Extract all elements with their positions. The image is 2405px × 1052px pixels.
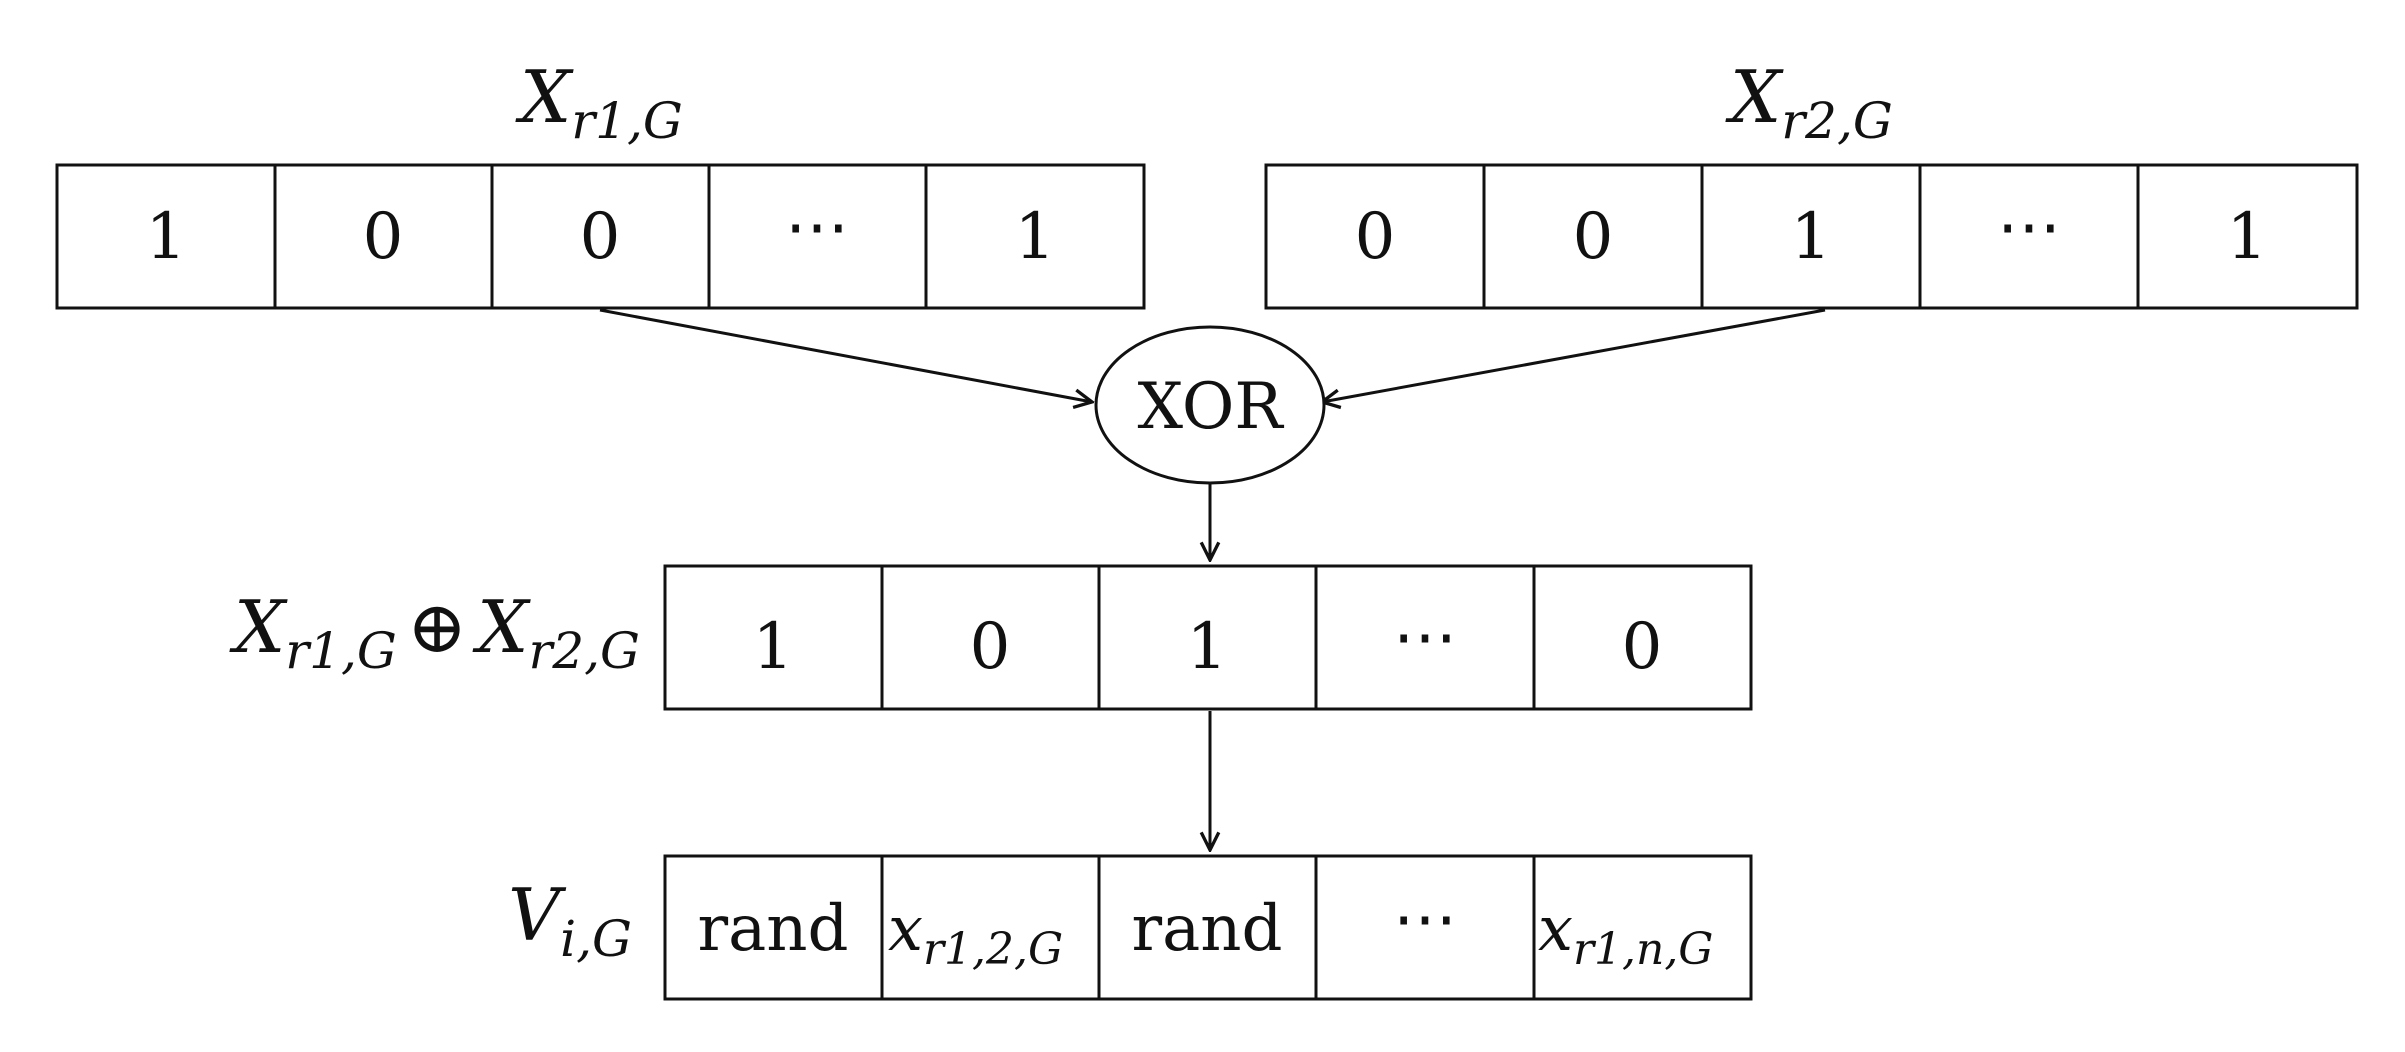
cell-box xyxy=(880,854,1101,1001)
cell-value-rand: rand xyxy=(1132,892,1283,966)
label-x-r2-base: X xyxy=(1725,55,1784,139)
cell-box xyxy=(1532,854,1753,1001)
label-xor-base2: X xyxy=(472,585,531,669)
label-xor-result: Xr1,G⊕Xr2,G xyxy=(229,585,640,680)
cell-value: 0 xyxy=(580,200,621,274)
label-xor-sub2: r2,G xyxy=(528,622,640,680)
cell-box xyxy=(663,854,884,1001)
label-v: Vi,G xyxy=(508,873,632,968)
cell-value: 0 xyxy=(1573,200,1614,274)
label-x-r1-base: X xyxy=(515,55,574,139)
cell-value: 1 xyxy=(2227,200,2268,274)
label-xor-base1: X xyxy=(229,585,288,669)
label-x-r2: Xr2,G xyxy=(1725,55,1893,150)
cell-value-x-r1-n: xr1,n,G xyxy=(1538,892,1713,975)
cell-value-ellipsis: ⋯ xyxy=(1393,882,1457,956)
cell-value: 1 xyxy=(1015,200,1056,274)
cell-box xyxy=(1097,854,1318,1001)
cell-box xyxy=(1314,854,1536,1001)
cell-value: ⋯ xyxy=(785,190,849,264)
cell-value-rand: rand xyxy=(698,892,849,966)
array-x-r2-cells: 0 0 1 ⋯ 1 xyxy=(1264,163,2359,310)
cell-value: ⋯ xyxy=(1393,600,1457,674)
cell-value: 0 xyxy=(363,200,404,274)
cell-x-base: x xyxy=(1538,892,1573,965)
array-x-r1-cells: 1 0 0 ⋯ 1 xyxy=(55,163,1146,310)
cell-box xyxy=(55,163,277,310)
label-x-r1-sub: r1,G xyxy=(571,92,683,150)
cell-box xyxy=(490,163,711,310)
cell-box xyxy=(663,564,884,711)
cell-value: 1 xyxy=(146,200,187,274)
array-x-r1: Xr1,G 1 0 0 ⋯ 1 xyxy=(55,55,1146,310)
cell-x-sub: r1,2,G xyxy=(923,924,1063,975)
cell-box xyxy=(1700,163,1922,310)
arrow-x-r2-to-xor xyxy=(1322,308,1826,402)
cell-value: 1 xyxy=(1187,610,1228,684)
label-x-r1: Xr1,G xyxy=(515,55,683,150)
arrow-x-r1-to-xor xyxy=(599,308,1092,402)
array-v-cells: rand xr1,2,G rand ⋯ xr1,n,G xyxy=(663,854,1753,1001)
cell-box xyxy=(1314,564,1536,711)
cell-box xyxy=(2136,163,2359,310)
cell-box xyxy=(1264,163,1486,310)
xor-label: XOR xyxy=(1137,370,1284,444)
label-v-base: V xyxy=(508,873,567,957)
cell-value: 0 xyxy=(1622,610,1663,684)
xor-operator: XOR xyxy=(1094,325,1326,485)
cell-box xyxy=(1097,564,1318,711)
cell-value: 0 xyxy=(1355,200,1396,274)
cell-x-sub: r1,n,G xyxy=(1573,924,1714,975)
cell-box xyxy=(1532,564,1753,711)
cell-box xyxy=(924,163,1146,310)
cell-value-x-r1-2: xr1,2,G xyxy=(888,892,1063,975)
array-xor-result: Xr1,G⊕Xr2,G 1 0 1 ⋯ 0 xyxy=(229,564,1753,711)
array-xor-result-cells: 1 0 1 ⋯ 0 xyxy=(663,564,1753,711)
cell-box xyxy=(273,163,494,310)
cell-value: 1 xyxy=(753,610,794,684)
cell-box xyxy=(1482,163,1704,310)
cell-value: 1 xyxy=(1791,200,1832,274)
cell-x-base: x xyxy=(888,892,923,965)
label-xor-op: ⊕ xyxy=(407,585,467,669)
cell-box xyxy=(880,564,1101,711)
label-x-r2-sub: r2,G xyxy=(1781,92,1893,150)
cell-value: ⋯ xyxy=(1997,190,2061,264)
label-xor-sub1: r1,G xyxy=(285,622,397,680)
cell-box xyxy=(1918,163,2140,310)
label-v-sub: i,G xyxy=(560,910,632,968)
cell-value: 0 xyxy=(970,610,1011,684)
array-x-r2: Xr2,G 0 0 1 ⋯ 1 xyxy=(1264,55,2359,310)
array-v: Vi,G rand xr1,2,G rand ⋯ xr1,n,G xyxy=(508,854,1753,1001)
